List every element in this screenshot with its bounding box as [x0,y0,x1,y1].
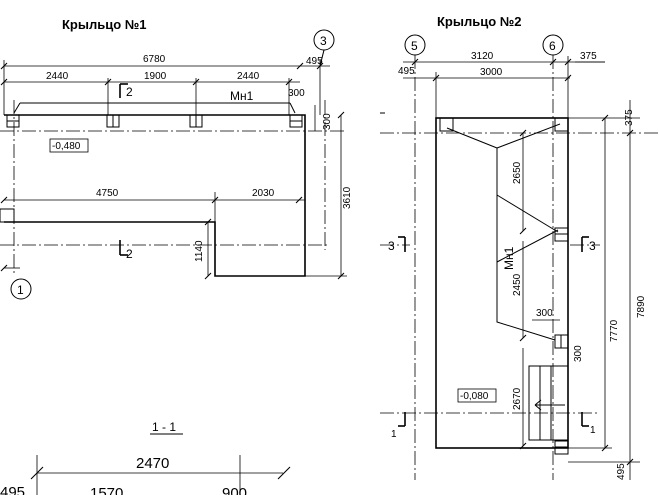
post [554,117,569,132]
dim-375-side: 375 [624,109,635,126]
tick [204,272,212,280]
dim-495-s11: 495 [0,484,25,495]
dim-1140: 1140 [194,240,205,262]
tick [204,218,212,226]
stair-arrow [534,399,542,406]
section-3-right: 3 [589,239,596,253]
axis-label-3: 3 [320,34,327,48]
dim-495-p1: 495 [306,56,323,67]
leader [289,102,296,114]
porch-1-title: Крыльцо №1 [62,17,147,32]
axis-bubble-1 [10,278,32,300]
beam-mn1-label-p2: Мн1 [502,246,516,270]
dim-900: 900 [222,485,247,495]
section-1-left: 1 [391,429,397,440]
axis-label-1: 1 [17,283,24,297]
level-p1: -0,480 [52,141,81,152]
dim-495-left: 495 [398,66,415,77]
dim-300-side: 300 [322,113,333,130]
wall-post [0,208,15,223]
dim-3610: 3610 [342,186,353,209]
dim-3000: 3000 [480,67,503,78]
dim-3120: 3120 [471,51,494,62]
beam-mn1-label-p1: Мн1 [230,89,254,103]
dim-1900: 1900 [144,71,167,82]
tick [0,196,8,204]
porch-1-plan: Крыльцо №1 3 6780 495 2440 1900 2440 Мн1… [0,17,353,300]
axis-label-6: 6 [549,39,556,53]
dim-2440-left: 2440 [46,71,69,82]
stair-arrow [534,404,542,411]
tick [519,442,527,450]
tick [519,129,527,137]
axis-leader-3 [319,49,325,67]
section-3-left: 3 [388,239,395,253]
axis-label-5: 5 [411,39,418,53]
dim-300-a: 300 [536,308,553,319]
dim-375-top: 375 [580,51,597,62]
dim-2450: 2450 [512,273,523,296]
dim-7890: 7890 [636,295,647,318]
dim-6780: 6780 [143,54,166,65]
stair [528,365,569,441]
leader [13,102,21,114]
tick [519,227,527,235]
tick [337,111,345,119]
dim-4750: 4750 [96,188,119,199]
tick [411,58,419,66]
dim-2470: 2470 [136,455,169,472]
section-1-1: 1 - 1 2470 495 1570 900 [0,420,291,495]
level-box-p1 [49,138,89,153]
section-2-bottom: 2 [126,247,133,261]
dim-2440-right: 2440 [237,71,260,82]
tick [0,264,8,272]
beam-leader [496,194,559,233]
dim-495-bottom: 495 [616,463,627,480]
tick [277,466,291,480]
porch-2-plan: Крыльцо №2 5 6 3120 375 495 3000 [380,14,659,480]
tick [295,196,303,204]
dim-1570: 1570 [90,485,123,495]
beam-leader [496,123,561,149]
section-1-1-title: 1 - 1 [152,420,176,434]
tick [519,334,527,342]
dim-7770: 7770 [609,319,620,342]
level-box-p2 [457,388,497,403]
post [439,117,454,132]
porch-2-slab-outline [435,117,569,449]
dim-2030: 2030 [252,188,275,199]
tick [296,62,304,70]
beam-mn1-bracket [446,127,556,341]
dim-300-top: 300 [288,88,305,99]
section-1-right: 1 [590,425,596,436]
dim-300-b: 300 [573,345,584,362]
beam-leader [496,229,559,263]
dim-2670: 2670 [512,387,523,410]
tick [549,58,557,66]
dim-2650: 2650 [512,161,523,184]
tick [626,129,634,137]
porch-2-title: Крыльцо №2 [437,14,522,29]
level-p2: -0,080 [460,391,489,402]
porch-1-slab-outline [4,114,306,277]
section-2-top: 2 [126,85,133,99]
